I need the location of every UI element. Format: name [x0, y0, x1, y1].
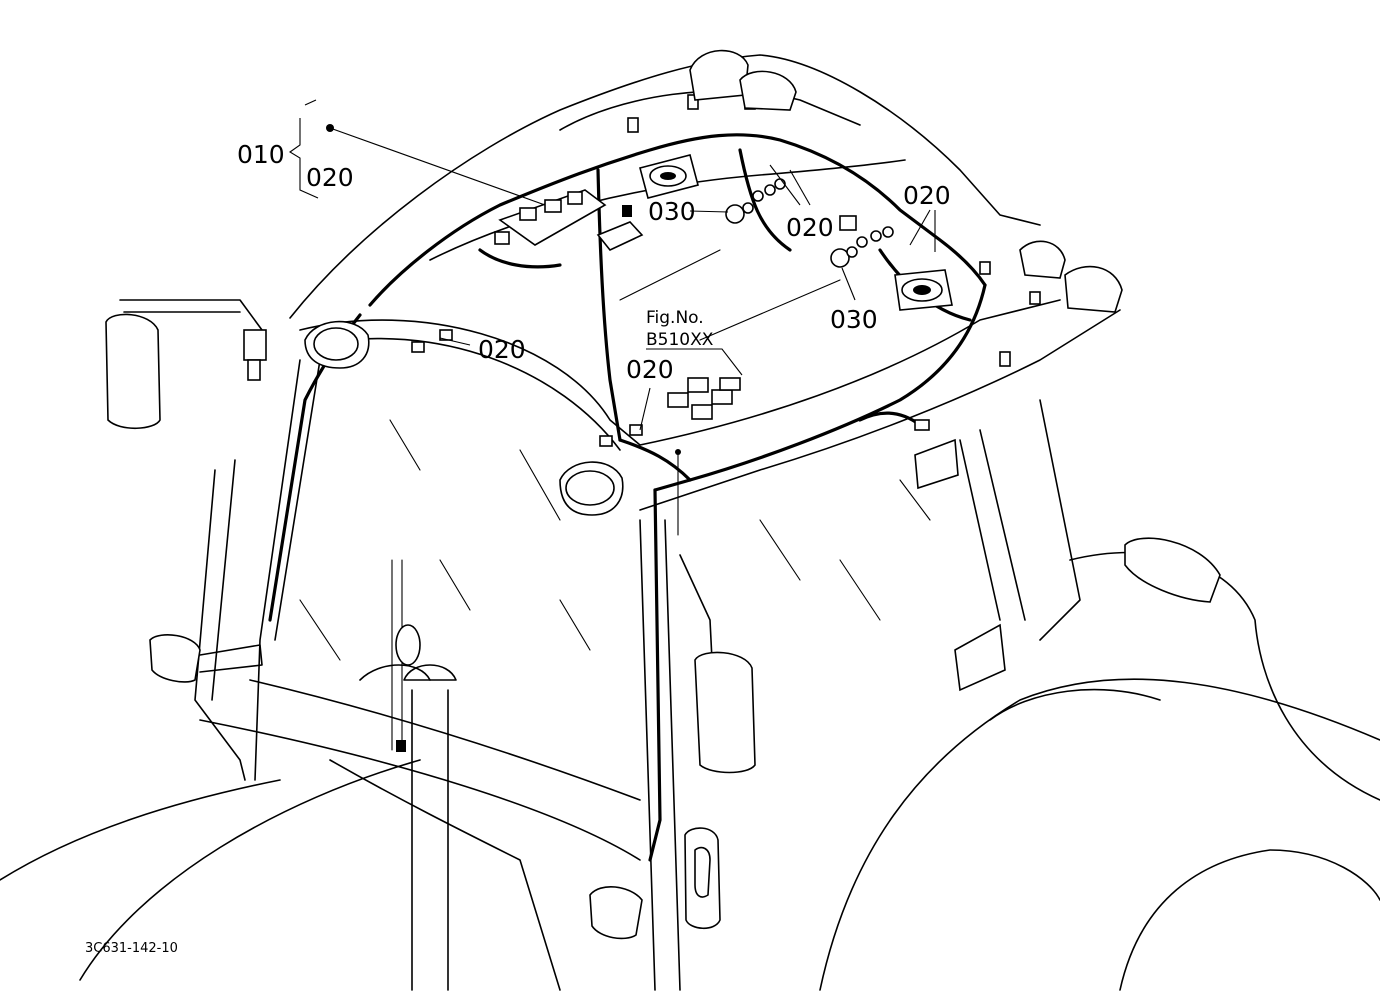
label-part-020-left: 020 [478, 335, 526, 364]
label-part-030-center: 030 [648, 197, 696, 226]
left-speaker [639, 154, 699, 199]
side-handle-rear [914, 438, 1006, 692]
radio-antenna [675, 449, 681, 536]
tractor-hood [0, 664, 561, 991]
cab-roof [289, 54, 1121, 511]
fig-no-value: B510XX [646, 330, 714, 350]
roof-light-connector [596, 205, 644, 251]
cab-glass-hatching [299, 419, 931, 661]
label-part-010: 010 [237, 140, 285, 169]
diagram-code: 3C631-142-10 [85, 941, 178, 956]
rear-fender [819, 551, 1380, 991]
right-speaker [894, 269, 953, 311]
right-turn-signal [589, 885, 643, 940]
front-left-work-light [304, 320, 370, 369]
fig-no-label: Fig.No. [646, 308, 704, 328]
label-part-020-upper-mid: 020 [786, 213, 834, 242]
cab-door-frame [194, 459, 641, 861]
label-part-020-group: 020 [306, 163, 354, 192]
right-rear-work-light [1019, 240, 1123, 313]
connector-block-center [667, 377, 741, 420]
bolt-030-right [830, 246, 858, 268]
bolt-030-center [725, 202, 754, 224]
rear-handle [684, 827, 721, 930]
label-part-030-right: 030 [830, 305, 878, 334]
rear-fender-light [1124, 537, 1221, 603]
exhaust-stack [391, 559, 457, 991]
cab-pillars [254, 359, 1081, 991]
top-rear-work-lights [689, 49, 797, 111]
washers-right [856, 226, 894, 248]
small-connectors [411, 94, 1041, 447]
front-right-work-light [559, 461, 624, 516]
label-part-020-center: 020 [626, 355, 674, 384]
leader-lines [288, 99, 936, 431]
right-mirror [679, 554, 756, 774]
left-turn-signal [149, 634, 263, 683]
label-part-020-upper-right: 020 [903, 181, 951, 210]
washers-center [752, 178, 857, 231]
wiring-harness [268, 133, 987, 862]
roof-switch-panel [494, 189, 607, 246]
left-mirror [105, 299, 267, 430]
